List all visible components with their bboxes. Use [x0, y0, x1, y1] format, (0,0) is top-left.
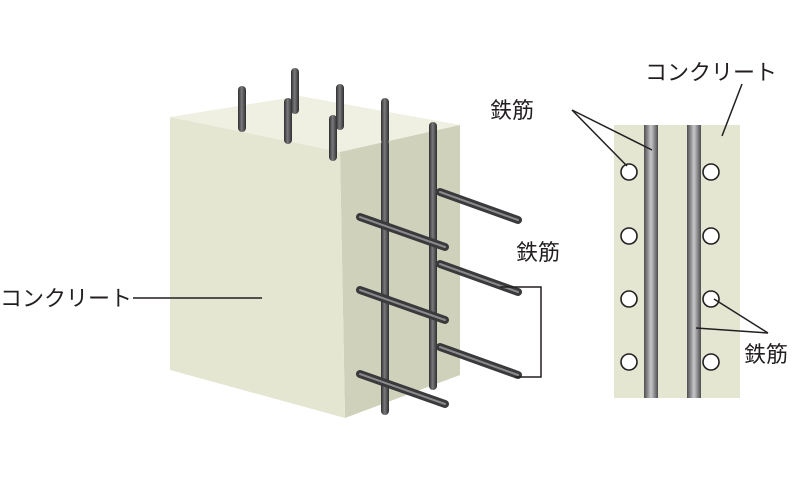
rebar-bracket [500, 286, 542, 378]
rebar-top-leader-1 [571, 109, 628, 167]
rebar-label-right-group: 鉄筋 [500, 241, 560, 378]
rebar-label-section-top-group: 鉄筋 [490, 99, 653, 167]
rebar-top-leader-2 [571, 109, 653, 151]
concrete-label-section: コンクリート [645, 61, 777, 86]
rebar-label-right: 鉄筋 [516, 241, 560, 266]
rebar-stubs-top [238, 68, 389, 161]
rebar-horizontal [356, 188, 522, 408]
rebar-bottom-leader-2 [695, 327, 769, 334]
concrete-front-face [170, 117, 345, 418]
concrete-label-left: コンクリート [0, 287, 132, 312]
concrete-label-left-group: コンクリート [0, 287, 262, 312]
section-rebar-circles [620, 163, 720, 371]
rebar-vertical-side [381, 122, 437, 415]
rebar-label-section-bottom: 鉄筋 [744, 343, 788, 368]
section-rebar-left [644, 125, 658, 398]
section-rebar-right [687, 125, 701, 398]
rebar-label-section-top: 鉄筋 [490, 99, 534, 124]
concrete-section-leader [721, 83, 743, 137]
rebar-bottom-leader-1 [713, 298, 769, 334]
cross-section [614, 125, 740, 398]
rebar-label-section-bottom-group: 鉄筋 [695, 298, 788, 368]
concrete-block [170, 96, 460, 418]
concrete-label-section-group: コンクリート [645, 61, 777, 137]
